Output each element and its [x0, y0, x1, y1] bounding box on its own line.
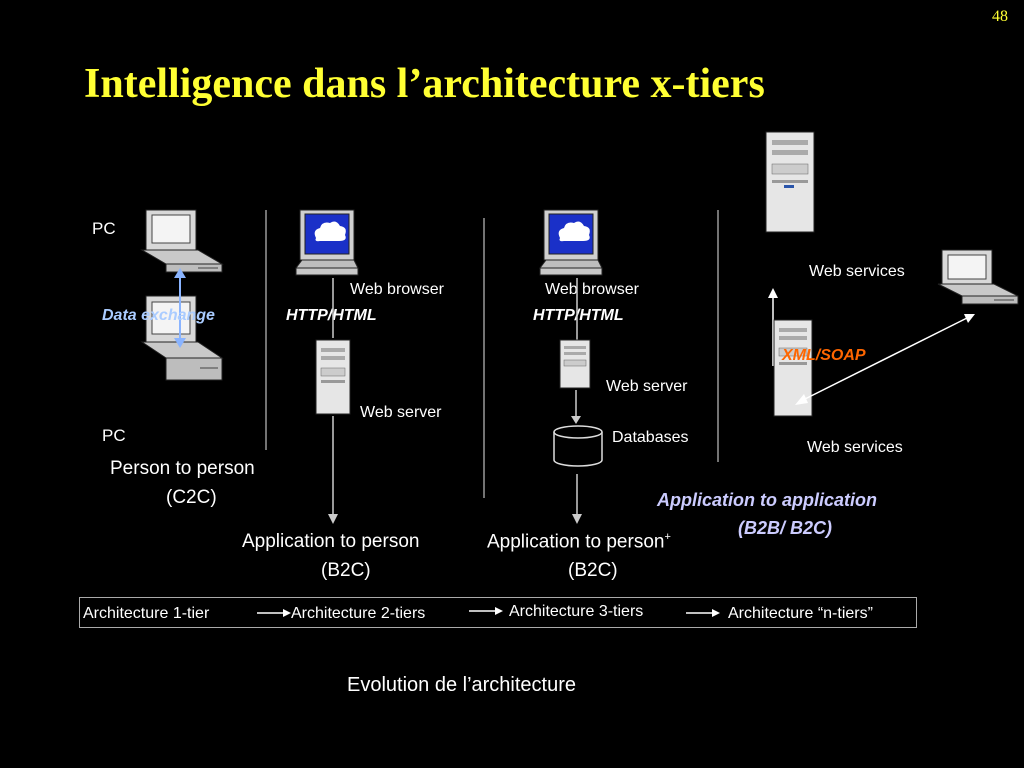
- slide-caption: Evolution de l’architecture: [347, 674, 577, 696]
- web-server-icon-2: [559, 339, 591, 389]
- b2c-label-line1: Application to person: [242, 531, 420, 552]
- xml-soap-label: XML/SOAP: [782, 347, 866, 364]
- browser-monitor-icon-2: [539, 209, 603, 276]
- web-server-icon-1: [315, 339, 351, 415]
- b2c-plus-sup: +: [664, 531, 671, 543]
- evolution-box: [79, 597, 917, 628]
- evolution-step-1: Architecture 1-tier: [83, 605, 210, 622]
- evolution-arrow-3: [686, 609, 720, 617]
- pc-top-icon: [140, 209, 224, 273]
- web-services-bottom-label: Web services: [807, 439, 903, 456]
- web-server-label-1: Web server: [360, 404, 442, 421]
- pc-top-label: PC: [92, 219, 116, 238]
- up-arrow-web-services: [768, 288, 778, 366]
- web-browser-label-1: Web browser: [350, 281, 444, 298]
- down-arrow-2: [572, 474, 582, 524]
- evolution-step-3: Architecture 3-tiers: [509, 603, 644, 620]
- c2c-label-line2: (C2C): [166, 487, 217, 508]
- connector-line-1: [332, 278, 334, 338]
- data-exchange-arrow: [174, 268, 186, 348]
- browser-monitor-icon-1: [295, 209, 359, 276]
- evolution-arrow-1: [257, 609, 291, 617]
- b2b-label-line2: (B2B/ B2C): [738, 518, 833, 538]
- b2c-plus-label-line1: Application to person+: [487, 531, 671, 553]
- server-tower-top-icon: [765, 131, 815, 233]
- databases-label: Databases: [612, 429, 689, 446]
- http-html-label-1: HTTP/HTML: [286, 307, 377, 324]
- web-server-label-2: Web server: [606, 378, 688, 395]
- server-to-db-arrow: [571, 390, 581, 424]
- b2c-label-line2: (B2C): [321, 560, 371, 581]
- diagonal-double-arrow: [795, 314, 975, 405]
- evolution-arrow-2: [469, 607, 503, 615]
- page-number: 48: [992, 8, 1008, 25]
- slide-title: Intelligence dans l’architecture x-tiers: [84, 61, 765, 107]
- database-icon: [553, 425, 603, 467]
- web-services-top-label: Web services: [809, 263, 905, 280]
- laptop-pc-icon: [937, 249, 1019, 305]
- evolution-step-2: Architecture 2-tiers: [291, 605, 426, 622]
- b2c-plus-text: Application to person: [487, 531, 665, 553]
- connector-line-2: [576, 278, 578, 340]
- b2c-plus-label-line2: (B2C): [568, 560, 618, 581]
- pc-bottom-label: PC: [102, 426, 126, 445]
- http-html-label-2: HTTP/HTML: [533, 307, 624, 324]
- data-exchange-label: Data exchange: [102, 307, 215, 324]
- down-arrow-1: [328, 416, 338, 524]
- c2c-label-line1: Person to person: [110, 458, 255, 479]
- pc-bottom-icon: [140, 295, 224, 381]
- evolution-step-4: Architecture “n-tiers”: [728, 605, 873, 622]
- web-browser-label-2: Web browser: [545, 281, 639, 298]
- b2b-label-line1: Application to application: [657, 490, 877, 510]
